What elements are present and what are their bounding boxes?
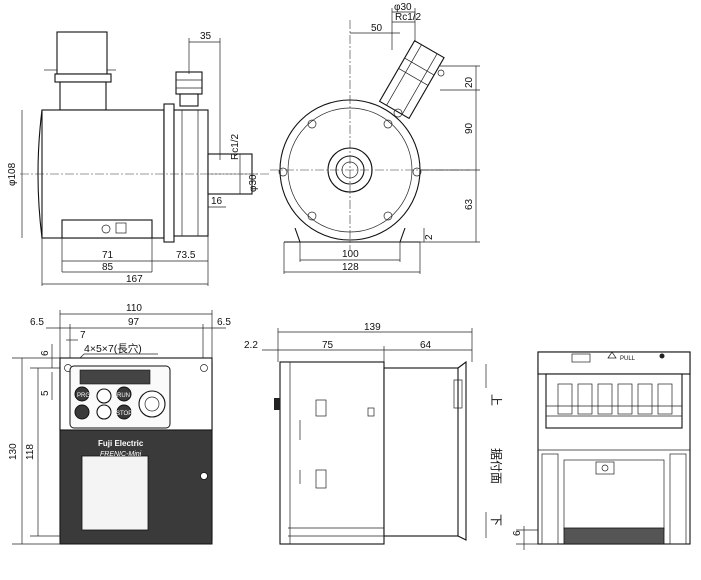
dim-dia30-top: φ30	[394, 2, 412, 13]
label-up: 上	[489, 394, 503, 406]
dim-20: 20	[464, 76, 475, 88]
dim-71: 71	[102, 250, 114, 261]
dim-16: 16	[211, 196, 223, 207]
model-label: FRENIC-Mini	[100, 451, 142, 458]
dim-167: 167	[126, 274, 143, 285]
inverter-front-view: 110 97 6.5 6.5 7 4×5×7(長穴)	[8, 303, 231, 545]
key-stop: STOP	[116, 411, 132, 417]
dim-128: 128	[342, 262, 359, 273]
dim-50: 50	[371, 23, 383, 34]
dim-rc-top: Rc1/2	[395, 12, 422, 23]
pump-side-view: 35 Rc1/2 φ30 16 φ108 71 85 73.5 167	[7, 31, 270, 286]
dim-97: 97	[128, 317, 140, 328]
dim-dia30-side: φ30	[248, 174, 259, 192]
dim-90: 90	[464, 122, 475, 134]
dim-63: 63	[464, 198, 475, 210]
pull-label: PULL	[620, 356, 636, 362]
dim-35: 35	[200, 31, 212, 42]
dim-130: 130	[8, 443, 19, 460]
key-prg: PRG	[77, 393, 90, 399]
label-down: 下	[489, 514, 503, 526]
dim-73-5: 73.5	[176, 250, 196, 261]
dim-5-front: 5	[40, 390, 51, 396]
dim-6-front: 6	[40, 350, 51, 356]
dim-118: 118	[25, 444, 36, 460]
dim-2-2: 2.2	[244, 340, 258, 351]
dim-75: 75	[322, 340, 334, 351]
dim-100: 100	[342, 249, 359, 260]
brand-label: Fuji Electric	[98, 439, 144, 448]
dim-85: 85	[102, 262, 114, 273]
dim-rc-side: Rc1/2	[230, 133, 241, 160]
pump-front-view: φ30 Rc1/2 50 20 90 63 2 100 128	[270, 2, 480, 274]
inverter-side-view: 139 75 64 2.2 上 据付面 下	[244, 322, 503, 545]
dim-6-5-left: 6.5	[30, 317, 44, 328]
dim-110: 110	[126, 303, 142, 314]
key-run: RUN	[117, 393, 130, 399]
dim-6-bottom: 6	[512, 530, 523, 536]
inverter-bottom-view: PULL 6	[512, 351, 691, 550]
dim-6-5-right: 6.5	[217, 317, 231, 328]
dim-64: 64	[420, 340, 432, 351]
label-mount: 据付面	[489, 448, 503, 484]
dim-7: 7	[80, 330, 86, 341]
dim-139: 139	[364, 322, 381, 333]
dim-dia108: φ108	[7, 162, 18, 186]
dim-2: 2	[424, 234, 435, 240]
slot-note: 4×5×7(長穴)	[84, 342, 142, 355]
